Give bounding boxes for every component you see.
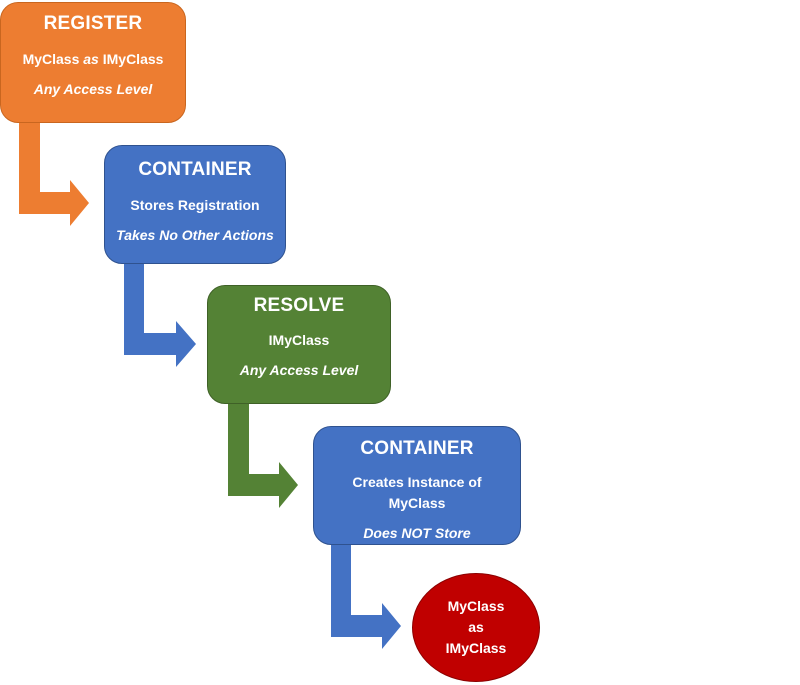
arrow-container-to-result <box>331 544 401 649</box>
register-as-keyword: as <box>83 51 99 67</box>
register-type-line: MyClass as IMyClass <box>1 51 185 67</box>
resolve-access-level: Any Access Level <box>239 362 359 378</box>
arrow-register-to-container <box>19 122 89 226</box>
container-store-title: CONTAINER <box>138 159 252 180</box>
container-store-note: Takes No Other Actions <box>116 227 274 243</box>
container-create-box: CONTAINER Creates Instance of MyClass Do… <box>313 426 521 545</box>
result-interface-name: IMyClass <box>445 640 507 656</box>
resolve-interface-name: IMyClass <box>268 332 330 348</box>
register-interface-name: IMyClass <box>102 51 164 67</box>
arrow-container-to-resolve <box>124 263 196 367</box>
resolve-box: RESOLVE IMyClass Any Access Level <box>207 285 391 404</box>
resolve-title: RESOLVE <box>253 295 345 316</box>
register-box: REGISTER MyClass as IMyClass Any Access … <box>0 2 186 123</box>
register-access-level: Any Access Level <box>33 81 153 97</box>
arrow-resolve-to-container <box>228 403 298 508</box>
container-create-description: Creates Instance of <box>352 474 482 490</box>
result-class-name: MyClass <box>447 598 505 614</box>
container-create-note: Does NOT Store <box>363 525 471 541</box>
container-create-class-name: MyClass <box>388 495 446 511</box>
result-circle: MyClass as IMyClass <box>412 573 540 682</box>
register-title: REGISTER <box>43 13 143 34</box>
container-store-box: CONTAINER Stores Registration Takes No O… <box>104 145 286 264</box>
container-create-title: CONTAINER <box>360 438 474 459</box>
container-store-description: Stores Registration <box>130 197 260 213</box>
register-class-name: MyClass <box>22 51 80 67</box>
result-as-keyword: as <box>468 619 484 635</box>
